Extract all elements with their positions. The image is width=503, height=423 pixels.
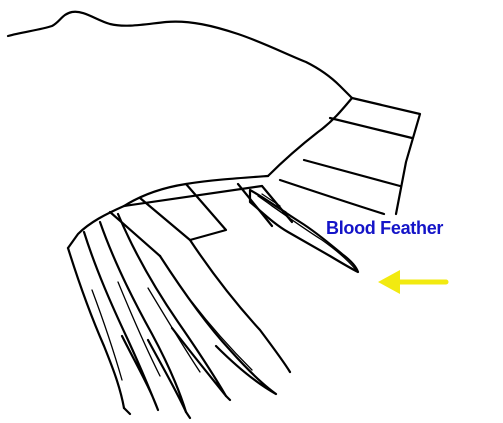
flight-feather-2 <box>84 232 158 410</box>
coverts-inner-edge <box>268 98 352 176</box>
primary-divider-1 <box>140 198 190 240</box>
wrist-curve <box>68 176 268 248</box>
covert-divider-2 <box>304 160 400 186</box>
flight-feather-4 <box>118 214 226 396</box>
body-outline <box>8 12 352 98</box>
flight-feather-3 <box>100 222 186 412</box>
covert-divider-3 <box>280 180 384 214</box>
feather-shafts <box>92 282 252 380</box>
flight-feather-5 <box>160 256 276 394</box>
pointer-arrow-icon <box>378 270 446 294</box>
blood-feather-label: Blood Feather <box>326 218 443 239</box>
coverts-band <box>352 98 420 214</box>
lower-feather-tips <box>124 396 230 418</box>
flight-feather-1 <box>68 248 124 408</box>
flight-feather-6 <box>190 240 290 372</box>
covert-divider-1 <box>330 118 412 138</box>
